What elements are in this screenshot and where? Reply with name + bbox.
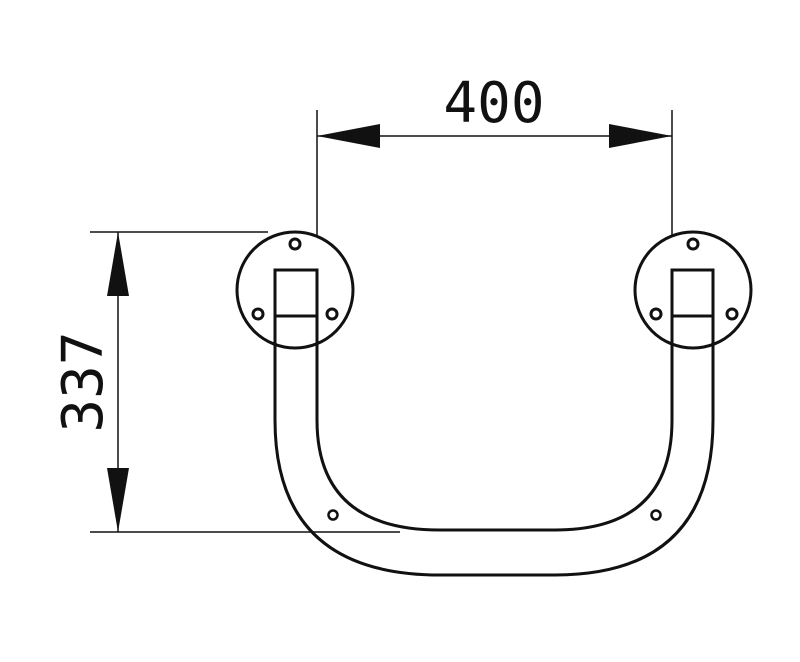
right-flange-screw-right xyxy=(725,307,739,321)
right-bend-rivet xyxy=(650,509,662,521)
left-flange-screw-left xyxy=(251,307,265,321)
left-flange-screw-top xyxy=(288,237,302,251)
width-arrow-right xyxy=(609,124,672,148)
left-bend-rivet xyxy=(327,509,339,521)
width-dimension-label: 400 xyxy=(443,71,544,136)
height-dimension-label: 337 xyxy=(51,331,116,432)
bend-rivets xyxy=(327,509,662,521)
right-flange-screw-top xyxy=(686,237,700,251)
width-arrow-left xyxy=(317,124,380,148)
tube-collars xyxy=(273,268,715,318)
grab-bar-tube xyxy=(273,316,715,577)
right-flange-screw-left xyxy=(649,307,663,321)
height-arrow-top xyxy=(107,232,129,296)
tube-outer-contour xyxy=(273,316,715,577)
right-tube-collar xyxy=(670,268,715,318)
height-arrow-bottom xyxy=(107,468,129,532)
left-flange-screw-right xyxy=(325,307,339,321)
left-tube-collar xyxy=(273,268,319,318)
tube-inner-contour xyxy=(315,316,674,532)
